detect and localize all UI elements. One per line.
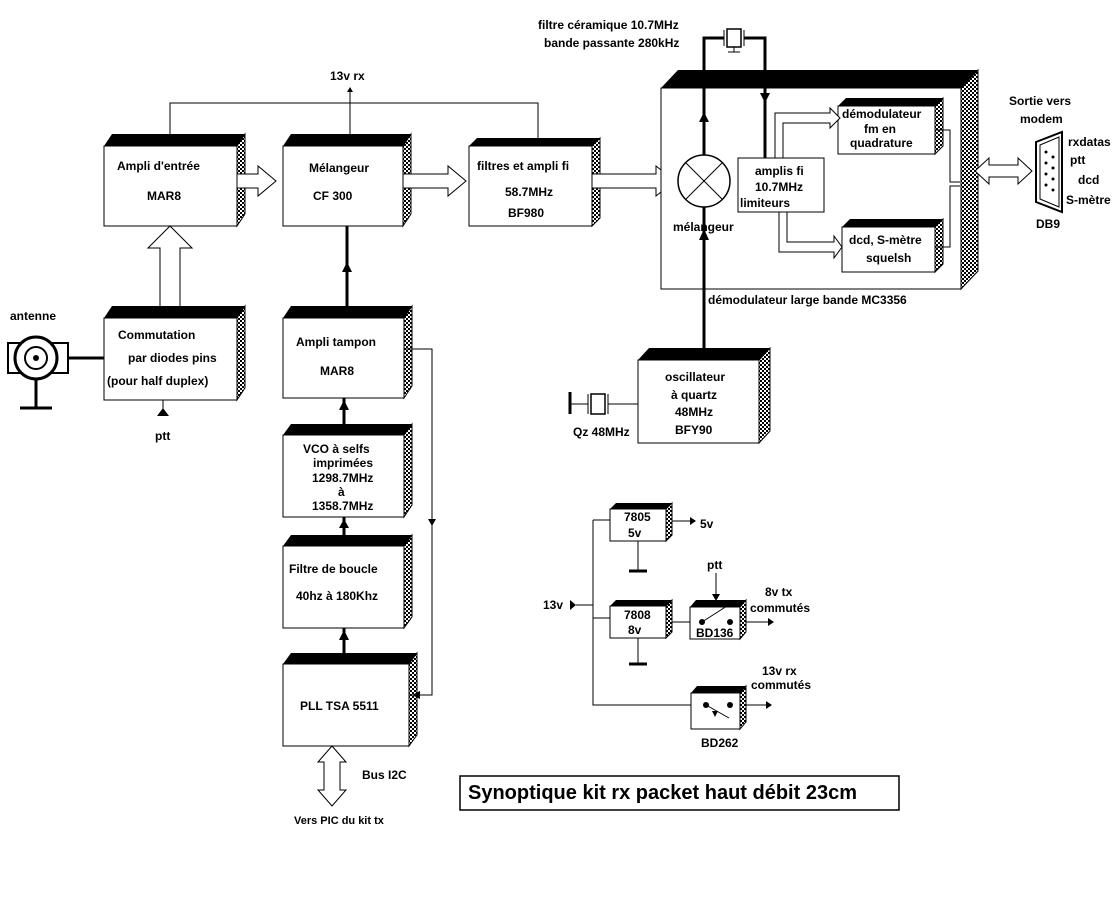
sortie-line2: modem <box>1020 112 1063 126</box>
commutation-line2: par diodes pins <box>128 351 217 365</box>
reg2-line2: 8v <box>628 623 642 637</box>
dcd-line2: squelsh <box>866 251 911 265</box>
vco-line4: à <box>338 485 345 499</box>
bus-arrow <box>316 745 348 807</box>
commutation-line1: Commutation <box>118 328 195 342</box>
db9-sig1: rxdatas <box>1068 135 1111 149</box>
block-dcd: dcd, S-mètre squelsh <box>841 217 944 274</box>
vers-pic-label: Vers PIC du kit tx <box>294 815 385 827</box>
bd262: BD262 <box>701 736 739 750</box>
block-amplis-fi: amplis fi 10.7MHz limiteurs <box>737 157 825 213</box>
ceramic-line1: filtre céramique 10.7MHz <box>538 18 679 32</box>
quartz-crystal: Qz 48MHz <box>568 392 638 439</box>
reg1-line2: 5v <box>628 526 642 540</box>
filtre-boucle-line1: Filtre de boucle <box>289 562 378 576</box>
block-filtres-fi: filtres et ampli fi 58.7MHz BF980 <box>468 136 601 228</box>
reg2-line1: 7808 <box>624 608 651 622</box>
out2-line2: commutés <box>750 601 810 615</box>
supply-rail: 13v rx <box>169 69 539 138</box>
dcd-line1: dcd, S-mètre <box>849 233 922 247</box>
ampli-entree-line2: MAR8 <box>147 189 181 203</box>
block-oscillateur: oscillateur à quartz 48MHz BFY90 <box>637 346 771 445</box>
ptt-label: ptt <box>155 429 170 443</box>
supply-label: 13v rx <box>330 69 365 83</box>
db9-connector: Sortie vers modem DB9 rxdatas ptt dcd S-… <box>1009 94 1111 231</box>
vco-line2: imprimées <box>313 456 373 470</box>
db9-label: DB9 <box>1036 217 1060 231</box>
vco-line3: 1298.7MHz <box>312 471 373 485</box>
osc-line1: oscillateur <box>665 370 725 384</box>
power-in: 13v <box>543 598 563 612</box>
block-ampli-tampon: Ampli tampon MAR8 <box>282 304 413 400</box>
block-vco: VCO à selfs imprimées 1298.7MHz à 1358.7… <box>282 422 413 519</box>
vco-line1: VCO à selfs <box>303 442 370 456</box>
demod-fm-line2: fm en <box>864 122 896 136</box>
filtres-fi-line1: filtres et ampli fi <box>477 159 569 173</box>
bus-label: Bus I2C <box>362 768 407 782</box>
block-demod-fm: démodulateur fm en quadrature <box>837 96 944 156</box>
block-ampli-entree: Ampli d'entrée MAR8 <box>103 132 246 228</box>
melangeur-line1: Mélangeur <box>309 161 369 175</box>
hollow-arrow-1 <box>236 164 277 198</box>
antenne-label: antenne <box>10 309 56 323</box>
out3-line1: 13v rx <box>762 664 797 678</box>
out2-line1: 8v tx <box>765 585 793 599</box>
amplis-fi-line1: amplis fi <box>755 164 804 178</box>
reg1-line1: 7805 <box>624 510 651 524</box>
melangeur-line2: CF 300 <box>313 189 353 203</box>
commutation-line3: (pour half duplex) <box>107 374 208 388</box>
bd136: BD136 <box>696 626 734 640</box>
out3-line2: commutés <box>751 678 811 692</box>
filtres-fi-line3: BF980 <box>508 206 544 220</box>
block-melangeur: Mélangeur CF 300 <box>282 132 412 228</box>
qz-label: Qz 48MHz <box>573 425 630 439</box>
mc3356-label: démodulateur large bande MC3356 <box>708 293 907 307</box>
osc-line2: à quartz <box>671 388 717 402</box>
modem-arrow <box>974 156 1033 186</box>
demod-fm-line3: quadrature <box>850 136 913 150</box>
power-section: 13v 7805 5v 5v 7808 8v ptt <box>543 501 811 750</box>
amplis-fi-line3: limiteurs <box>740 196 790 210</box>
out1: 5v <box>700 517 714 531</box>
db9-sig4: S-mètre <box>1066 193 1111 207</box>
demod-fm-line1: démodulateur <box>842 107 922 121</box>
sortie-line1: Sortie vers <box>1009 94 1071 108</box>
hollow-arrow-2 <box>402 164 467 198</box>
block-filtre-boucle: Filtre de boucle 40hz à 180Khz <box>282 533 413 630</box>
filtre-boucle-line2: 40hz à 180Khz <box>296 589 378 603</box>
osc-line3: 48MHz <box>675 405 713 419</box>
amplis-fi-line2: 10.7MHz <box>755 180 803 194</box>
block-pll: PLL TSA 5511 <box>282 651 418 748</box>
ampli-entree-line1: Ampli d'entrée <box>117 159 200 173</box>
pll-line1: PLL TSA 5511 <box>300 699 379 713</box>
antenna-connector: antenne <box>7 309 104 410</box>
ampli-tampon-line1: Ampli tampon <box>296 335 376 349</box>
osc-line4: BFY90 <box>675 423 713 437</box>
ceramic-line2: bande passante 280kHz <box>544 36 679 50</box>
title-box: Synoptique kit rx packet haut débit 23cm <box>459 775 900 811</box>
hollow-arrow-up <box>146 225 194 316</box>
db9-sig2: ptt <box>1070 153 1085 167</box>
filtres-fi-line2: 58.7MHz <box>505 185 553 199</box>
db9-sig3: dcd <box>1078 173 1099 187</box>
ceramic-filter: filtre céramique 10.7MHz bande passante … <box>538 18 770 158</box>
block-commutation: Commutation par diodes pins (pour half d… <box>103 304 246 402</box>
diagram-title: Synoptique kit rx packet haut débit 23cm <box>468 782 857 804</box>
vco-line5: 1358.7MHz <box>312 499 373 513</box>
ampli-tampon-line2: MAR8 <box>320 364 354 378</box>
ptt-power: ptt <box>707 558 722 572</box>
